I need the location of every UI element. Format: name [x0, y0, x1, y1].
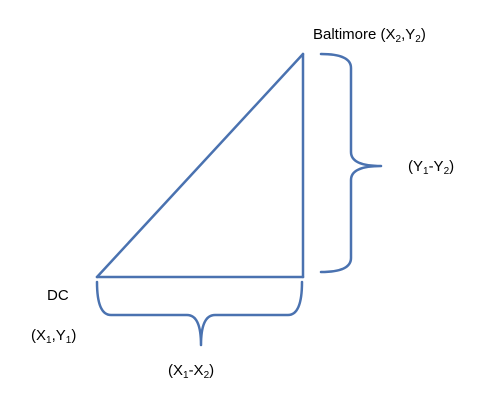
horizontal-brace	[95, 280, 304, 347]
x-difference-label: (X1-X2)	[168, 362, 215, 381]
vertical-brace	[319, 52, 383, 274]
dc-label: DC	[47, 287, 69, 304]
baltimore-coords: (X2,Y2)	[376, 26, 426, 45]
dc-coords-label: (X1,Y1)	[31, 327, 77, 346]
baltimore-label: Baltimore (X2,Y2)	[313, 26, 426, 45]
hypotenuse-line	[95, 52, 305, 279]
baltimore-name: Baltimore	[313, 26, 377, 43]
y-difference-label: (Y1-Y2)	[408, 158, 455, 177]
